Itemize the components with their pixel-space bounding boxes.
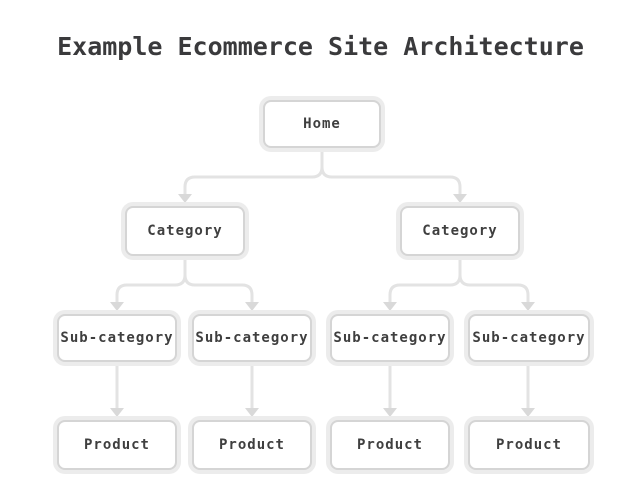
arrowhead-product2 [245,408,259,417]
arrowhead-category-right [453,194,467,203]
arrowhead-product3 [383,408,397,417]
node-category-left: Category [125,206,245,256]
edge-home-category-left [183,148,324,194]
arrowhead-sub1 [110,302,124,311]
node-home: Home [263,100,381,148]
node-subcategory-4: Sub-category [468,314,590,362]
arrowhead-product4 [521,408,535,417]
edge-categoryleft-sub2 [183,256,254,302]
node-subcategory-3: Sub-category [330,314,450,362]
arrowhead-product1 [110,408,124,417]
edge-categoryright-sub3 [388,256,462,302]
edge-home-category-right [320,148,462,194]
node-product-2: Product [192,420,312,470]
node-subcategory-2: Sub-category [192,314,312,362]
node-subcategory-1: Sub-category [57,314,177,362]
node-product-1: Product [57,420,177,470]
arrowhead-sub3 [383,302,397,311]
arrowhead-sub4 [521,302,535,311]
edge-categoryright-sub4 [458,256,530,302]
node-category-right: Category [400,206,520,256]
arrowhead-sub2 [245,302,259,311]
edge-categoryleft-sub1 [115,256,187,302]
node-product-3: Product [330,420,450,470]
diagram-title: Example Ecommerce Site Architecture [57,32,584,61]
node-product-4: Product [468,420,590,470]
arrowhead-category-left [178,194,192,203]
